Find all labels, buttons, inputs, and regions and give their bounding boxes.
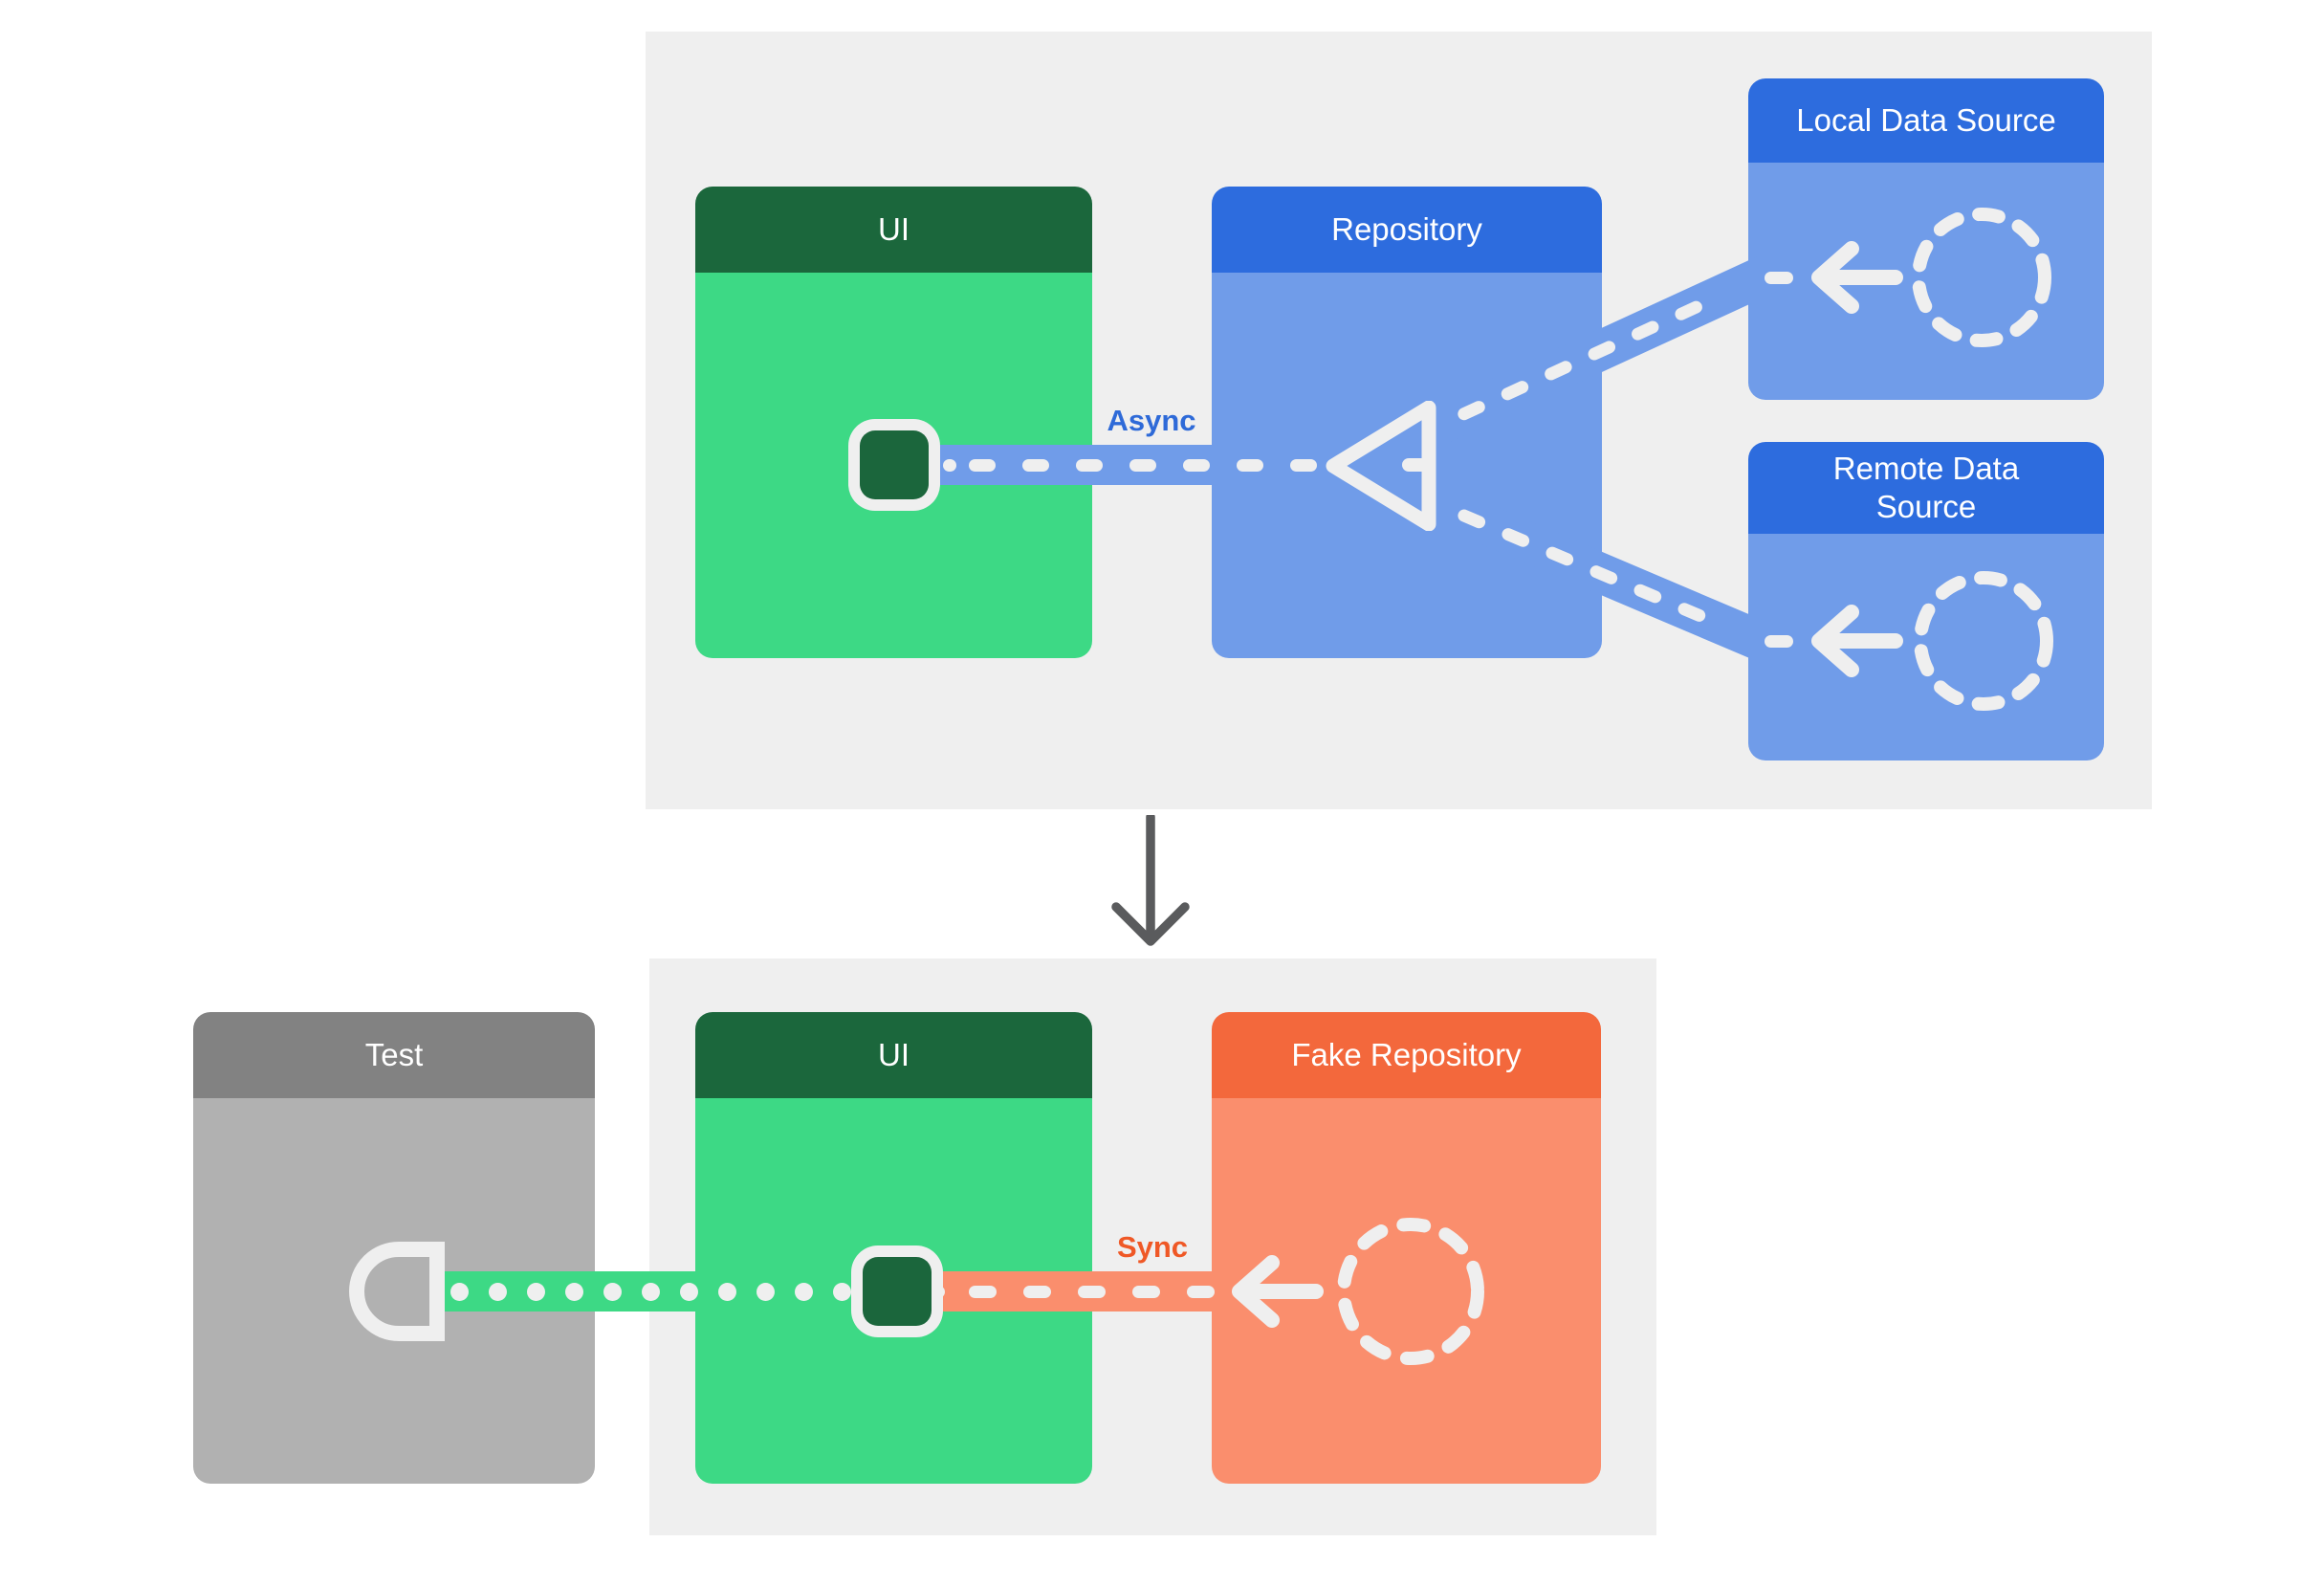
- band-dash: [969, 1285, 997, 1298]
- test-socket-icon: [349, 1242, 445, 1341]
- fake-dashed-circle-icon: [1337, 1218, 1484, 1365]
- local-data-source-header: Local Data Source: [1748, 78, 2104, 163]
- test-box-title: Test: [364, 1037, 424, 1073]
- ui-box-bottom-title: UI: [878, 1037, 910, 1073]
- band-dash: [969, 458, 996, 472]
- band-dash: [1544, 544, 1576, 567]
- band-dash: [1586, 338, 1617, 363]
- local-arrow-left-icon: [1811, 241, 1903, 314]
- sync-band: [918, 1271, 1253, 1311]
- band-dash: [1500, 525, 1532, 549]
- band-dash: [1499, 378, 1531, 402]
- sync-label: Sync: [1116, 1230, 1189, 1264]
- local-dashed-circle-icon: [1912, 208, 2051, 347]
- ui-box-top-title: UI: [878, 211, 910, 248]
- band-dot: [680, 1282, 698, 1301]
- ui-state-icon-bottom: [851, 1245, 943, 1337]
- repository-box-header: Repository: [1212, 187, 1602, 273]
- remote-dashed-circle-icon: [1914, 571, 2053, 711]
- band-dash: [1629, 318, 1661, 342]
- down-arrow-icon: [1111, 815, 1190, 946]
- repository-box-title: Repository: [1331, 211, 1482, 248]
- band-dot: [603, 1282, 622, 1301]
- ui-state-icon-top-fill: [860, 430, 929, 499]
- band-dot: [450, 1282, 469, 1301]
- merge-triangle-notch: [1402, 458, 1431, 472]
- band-dot: [565, 1282, 583, 1301]
- fake-repository-title: Fake Repository: [1291, 1037, 1522, 1073]
- band-dash: [1455, 398, 1487, 422]
- test-ui-band: [438, 1271, 861, 1311]
- band-dash: [1132, 1285, 1160, 1298]
- remote-arrow-left-icon: [1811, 605, 1903, 677]
- band-dot: [795, 1282, 813, 1301]
- band-dash: [1237, 458, 1263, 472]
- band-dot: [489, 1282, 507, 1301]
- band-dash: [1187, 1285, 1215, 1298]
- band-dash: [1456, 507, 1488, 530]
- local-band-dash: [1765, 272, 1793, 284]
- ui-box-top-header: UI: [695, 187, 1092, 273]
- remote-data-source-title: Remote Data Source: [1832, 451, 2020, 524]
- band-dash: [1183, 458, 1210, 472]
- test-box-header: Test: [193, 1012, 595, 1098]
- local-data-source-title: Local Data Source: [1796, 102, 2056, 139]
- band-dash: [1076, 458, 1103, 472]
- band-dot: [833, 1282, 851, 1301]
- band-dot: [718, 1282, 736, 1301]
- band-dot: [642, 1282, 660, 1301]
- ui-state-icon-bottom-fill: [863, 1257, 932, 1326]
- fake-repository-header: Fake Repository: [1212, 1012, 1601, 1098]
- band-dash: [1078, 1285, 1106, 1298]
- band-dash: [1290, 458, 1317, 472]
- remote-data-source-header: Remote Data Source: [1748, 442, 2104, 534]
- band-dot: [527, 1282, 545, 1301]
- band-dash: [943, 458, 956, 472]
- fake-arrow-left-icon: [1232, 1255, 1324, 1328]
- band-dot: [756, 1282, 775, 1301]
- band-dash: [1023, 1285, 1051, 1298]
- async-band: [932, 445, 1344, 485]
- async-label: Async: [1107, 404, 1196, 437]
- band-dash: [1632, 582, 1664, 605]
- band-dash: [1022, 458, 1049, 472]
- band-dash: [1129, 458, 1156, 472]
- band-dash: [1588, 562, 1620, 586]
- ui-box-bottom-header: UI: [695, 1012, 1092, 1098]
- band-dash: [1542, 358, 1574, 383]
- band-dash: [1676, 600, 1708, 624]
- ui-state-icon-top: [848, 419, 940, 511]
- remote-band-dash: [1765, 635, 1793, 648]
- band-dash: [1673, 298, 1704, 322]
